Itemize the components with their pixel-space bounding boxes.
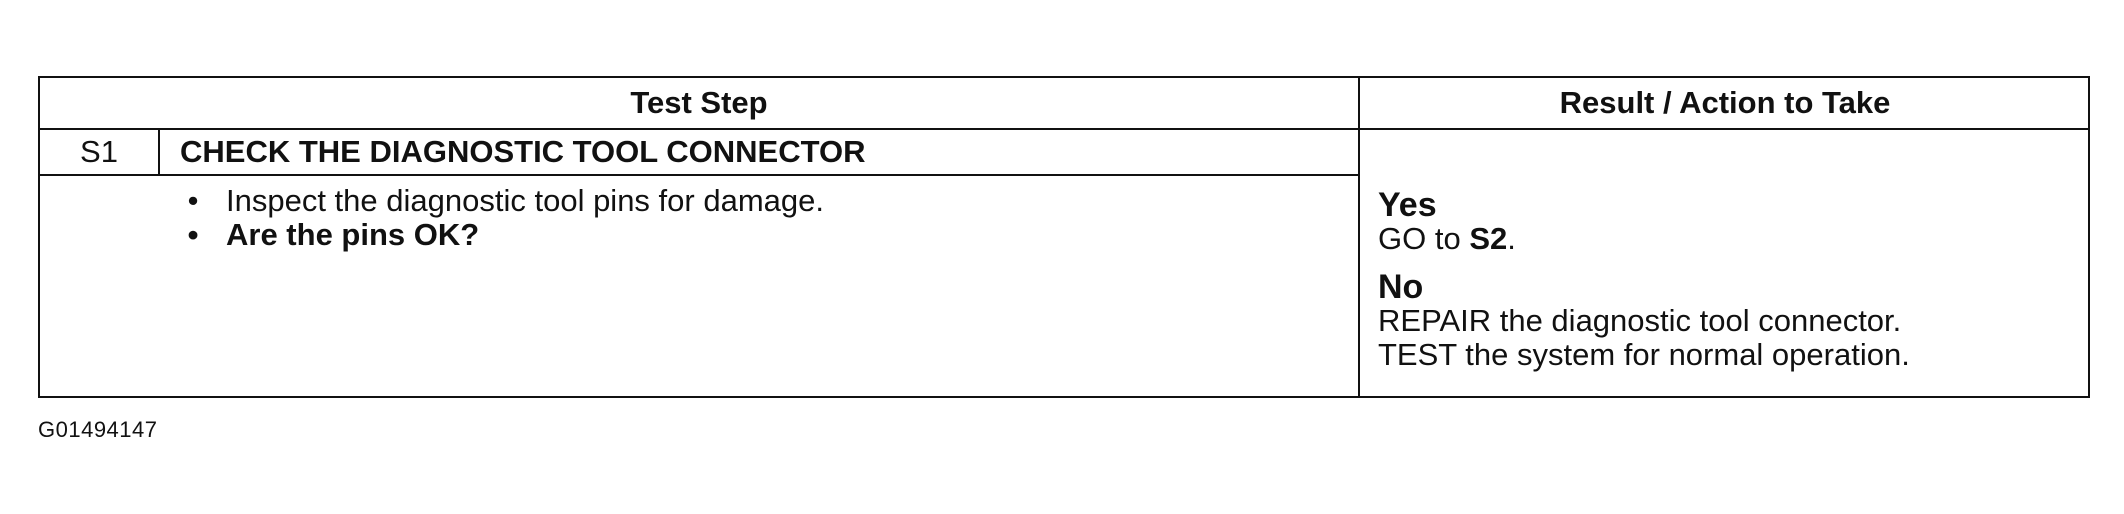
question-text: Are the pins OK? [226, 217, 480, 252]
instruction-text: Inspect the diagnostic tool pins for dam… [226, 183, 824, 218]
no-action-test: TEST the system for normal operation. [1378, 337, 1910, 372]
result-action-cell: Yes GO to S2. No REPAIR the diagnostic t… [1360, 130, 2090, 398]
yes-result: Yes GO to S2. [1378, 188, 1516, 256]
instruction-list: • Inspect the diagnostic tool pins for d… [178, 184, 824, 252]
test-step-column-header: Test Step [40, 78, 1360, 130]
figure-id: G01494147 [38, 417, 158, 442]
bullet-icon: • [187, 217, 199, 252]
yes-action: GO to S2. [1378, 222, 1516, 256]
instruction-question: • Are the pins OK? [178, 218, 824, 252]
yes-action-prefix: GO to [1378, 221, 1470, 256]
diagnostic-test-table: Test Step Result / Action to Take S1 CHE… [38, 76, 2090, 398]
step-title: CHECK THE DIAGNOSTIC TOOL CONNECTOR [180, 134, 866, 169]
no-action-repair: REPAIR the diagnostic tool connector. [1378, 303, 1902, 338]
result-action-column-header: Result / Action to Take [1360, 78, 2090, 130]
step-instructions-cell: • Inspect the diagnostic tool pins for d… [40, 176, 1360, 398]
yes-action-target: S2 [1469, 221, 1508, 256]
yes-label: Yes [1378, 186, 1437, 224]
instruction-item: • Inspect the diagnostic tool pins for d… [178, 184, 824, 218]
yes-action-suffix: . [1507, 221, 1516, 256]
step-title-row: S1 CHECK THE DIAGNOSTIC TOOL CONNECTOR [40, 130, 1360, 176]
no-result: No REPAIR the diagnostic tool connector.… [1378, 270, 1910, 372]
step-id-cell: S1 [40, 130, 160, 174]
no-label: No [1378, 268, 1424, 306]
bullet-icon: • [187, 183, 199, 218]
